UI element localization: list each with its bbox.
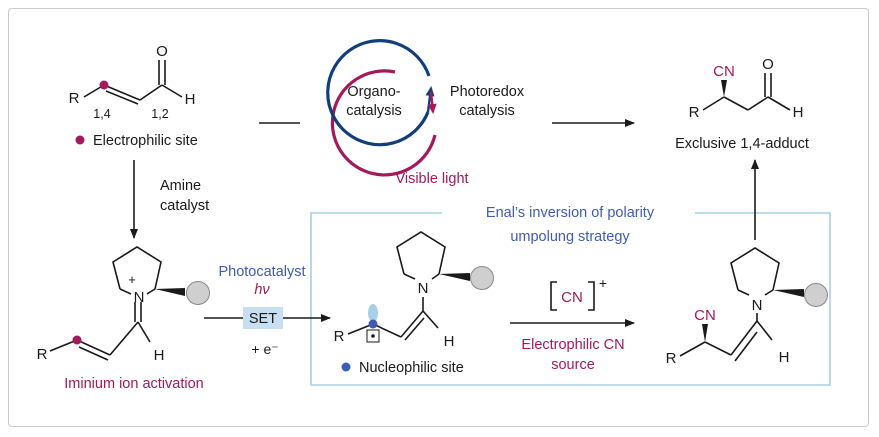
nucleophilic-caption: Nucleophilic site [359, 360, 464, 376]
organo-label-1: Organo- [347, 84, 400, 100]
legend-nucleophilic-dot [341, 362, 351, 372]
cn-enamine-structure [679, 247, 780, 362]
cn-enamine-r-group: R [666, 350, 677, 367]
umpolung-line1: Enal’s inversion of polarity [486, 205, 655, 221]
iminium-h: H [154, 347, 165, 364]
cn-reagent-charge: + [599, 275, 607, 291]
iminium-wedge-bond [155, 288, 185, 296]
radical-wedge-bond [439, 273, 470, 281]
product-r-group: R [689, 104, 700, 121]
amine-label-1: Amine [160, 178, 201, 194]
cn-reagent: CN [561, 289, 583, 306]
cn-enamine-ring-wedge [773, 289, 804, 297]
enal-r-group: R [69, 90, 80, 107]
cn-enamine-wedge-bond [702, 324, 708, 342]
umpolung-line2: umpolung strategy [510, 229, 630, 245]
hv-label: hν [254, 282, 270, 298]
iminium-catalyst-ball [186, 281, 210, 305]
legend-electrophilic-dot [75, 135, 85, 145]
iminium-caption: Iminium ion activation [64, 376, 203, 392]
radical-orbital-icon [368, 304, 378, 322]
amine-label-2: catalyst [160, 198, 209, 214]
radical-n: N [418, 280, 429, 297]
cn-enamine-catalyst-ball [804, 283, 828, 307]
cn-enamine-h: H [779, 349, 790, 366]
cn-source-label-1: Electrophilic CN [521, 337, 624, 353]
set-label: SET [249, 311, 277, 327]
radical-r-group: R [334, 328, 345, 345]
enal-position-14: 1,4 [93, 107, 110, 121]
product-o: O [762, 56, 774, 73]
cn-enamine-n: N [752, 297, 763, 314]
enal-position-12: 1,2 [151, 107, 168, 121]
product-wedge-bond [721, 80, 727, 97]
iminium-plus: + [128, 272, 136, 287]
radical-nucleophilic-dot [368, 319, 378, 329]
iminium-electrophilic-dot [72, 335, 82, 345]
product-cn: CN [713, 63, 735, 80]
iminium-r-group: R [37, 346, 48, 363]
electrophilic-site-dot [99, 80, 109, 90]
photocatalyst-label: Photocatalyst [218, 264, 305, 280]
radical-dot [371, 334, 375, 338]
radical-catalyst-ball [470, 266, 494, 290]
umpolung-box [310, 212, 831, 386]
set-box [243, 307, 283, 329]
radical-dot-box [366, 329, 380, 343]
iminium-structure [49, 246, 162, 361]
electron-label: + e⁻ [251, 341, 278, 357]
product-h: H [793, 104, 804, 121]
product-structure [702, 73, 791, 111]
photoredox-label-1: Photoredox [450, 84, 525, 100]
cn-reagent-brackets [550, 281, 595, 311]
dual-catalysis-cycle [326, 39, 437, 177]
photoredox-label-2: catalysis [459, 103, 515, 119]
visible-light-caption: Visible light [395, 171, 468, 187]
radical-structure [347, 231, 446, 341]
figure-frame [8, 8, 869, 427]
cn-enamine-cn: CN [694, 307, 716, 324]
iminium-n: N [134, 289, 145, 306]
product-caption: Exclusive 1,4-adduct [675, 136, 809, 152]
enal-aldehyde-h: H [185, 91, 196, 108]
organo-label-2: catalysis [346, 103, 402, 119]
radical-h: H [444, 333, 455, 350]
enal-structure [83, 60, 183, 105]
electrophilic-site-caption: Electrophilic site [93, 133, 198, 149]
enal-carbonyl-o: O [156, 43, 168, 60]
cn-source-label-2: source [551, 357, 595, 373]
